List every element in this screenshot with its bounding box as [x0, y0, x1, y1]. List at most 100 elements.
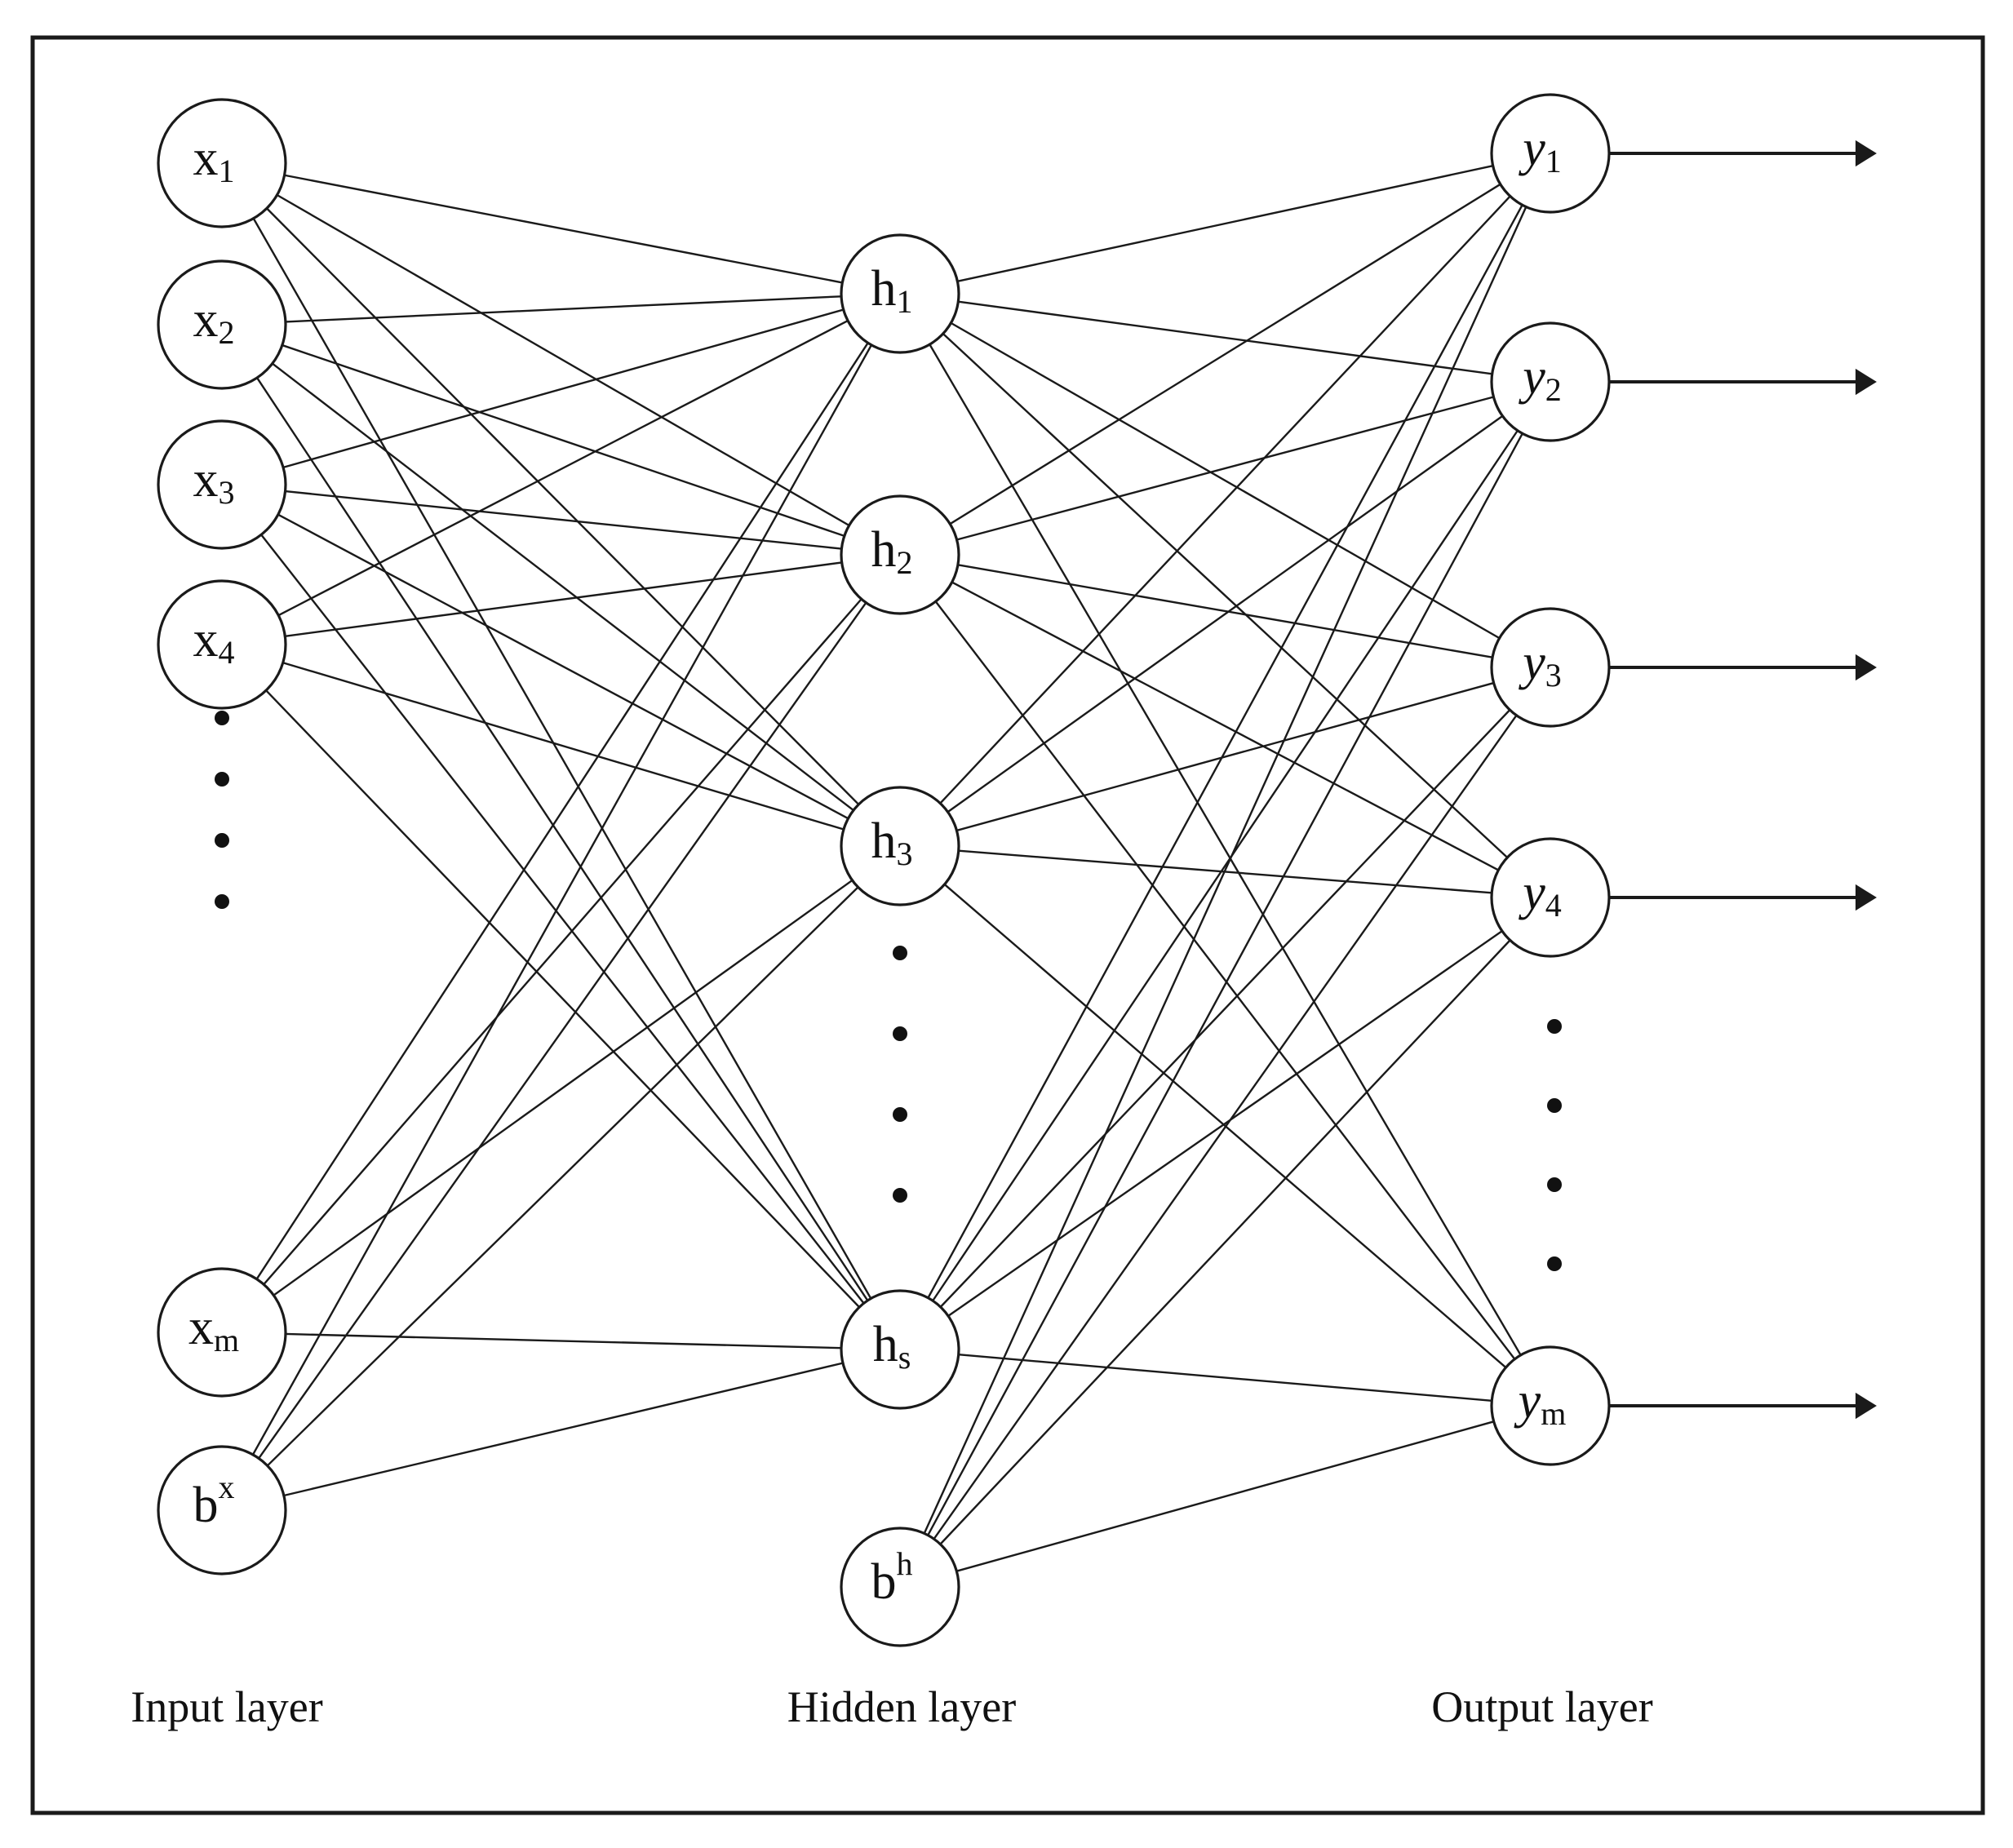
node-xm[interactable]: xm: [157, 1267, 287, 1398]
connection-edge: [950, 321, 1501, 640]
connection-edge: [273, 879, 854, 1296]
node-ym[interactable]: ym: [1490, 1345, 1611, 1466]
node-circle-bx[interactable]: [157, 1445, 287, 1575]
connection-edge: [277, 513, 849, 820]
connection-edge: [276, 193, 850, 527]
connection-edge: [939, 709, 1511, 1308]
node-x3[interactable]: x3: [157, 419, 287, 550]
output-arrow-head: [1856, 368, 1877, 396]
ellipsis-dot: [215, 894, 229, 909]
connection-edge: [949, 183, 1501, 525]
node-circle-h3[interactable]: [840, 786, 960, 906]
node-circle-xm[interactable]: [157, 1267, 287, 1398]
node-label-y4: y4: [1518, 865, 1562, 924]
node-bh[interactable]: bh: [840, 1527, 960, 1647]
input-layer-caption: Input layer: [131, 1682, 322, 1731]
connection-edge: [957, 564, 1493, 658]
connection-edge: [255, 342, 869, 1280]
connection-edge: [947, 414, 1504, 813]
connection-edge: [252, 218, 872, 1300]
node-circle-y2[interactable]: [1490, 321, 1611, 442]
connection-edge: [260, 534, 865, 1305]
node-circle-y1[interactable]: [1490, 93, 1611, 214]
node-y3[interactable]: y3: [1490, 607, 1611, 728]
hidden-layer-caption: Hidden layer: [787, 1682, 1016, 1731]
ellipsis-dot: [215, 772, 229, 787]
node-circle-hs[interactable]: [840, 1289, 960, 1410]
node-h3[interactable]: h3: [840, 786, 960, 906]
connection-edge: [285, 561, 842, 637]
connection-edge: [927, 432, 1523, 1536]
connection-edge: [933, 715, 1518, 1540]
node-label-x3: x3: [193, 452, 235, 511]
node-y1[interactable]: y1: [1490, 93, 1611, 214]
figure-border: [30, 35, 1985, 1815]
node-circle-y3[interactable]: [1490, 607, 1611, 728]
node-y2[interactable]: y2: [1490, 321, 1611, 442]
connection-edge: [956, 681, 1494, 832]
node-label-y3: y3: [1518, 635, 1562, 694]
node-label-y1: y1: [1518, 121, 1562, 179]
node-circle-x1[interactable]: [157, 98, 287, 228]
connection-edge: [932, 430, 1519, 1301]
node-y4[interactable]: y4: [1490, 837, 1611, 958]
node-label-x4: x4: [193, 612, 235, 671]
connection-edge: [251, 344, 872, 1456]
node-h2[interactable]: h2: [840, 494, 960, 615]
connection-edge: [266, 886, 859, 1467]
connection-edge: [957, 165, 1493, 282]
connection-edge: [939, 939, 1511, 1545]
network-nodes: x1 x2 x3 x4 xm bx h1 h2 h3 hs bh y1 y2 y3 y4 ym: [157, 93, 1611, 1647]
node-circle-h1[interactable]: [840, 233, 960, 354]
connection-edge: [285, 1332, 842, 1349]
output-layer-caption: Output layer: [1431, 1682, 1652, 1731]
node-hs[interactable]: hs: [840, 1289, 960, 1410]
node-x2[interactable]: x2: [157, 259, 287, 390]
connection-edge: [956, 396, 1494, 541]
connection-edge: [285, 490, 842, 550]
node-circle-h2[interactable]: [840, 494, 960, 615]
connection-edge: [927, 204, 1523, 1299]
node-label-bh: bh: [871, 1545, 913, 1610]
connection-edge: [934, 600, 1516, 1360]
node-circle-y4[interactable]: [1490, 837, 1611, 958]
node-circle-bh[interactable]: [840, 1527, 960, 1647]
connection-edge: [272, 362, 854, 812]
connection-edge: [923, 206, 1527, 1534]
node-label-hs: hs: [873, 1317, 911, 1376]
node-h1[interactable]: h1: [840, 233, 960, 354]
ellipsis-dot: [893, 946, 907, 960]
output-arrows: [1609, 140, 1877, 1420]
node-label-y2: y2: [1518, 349, 1562, 408]
ellipsis-dot: [893, 1188, 907, 1203]
connection-edge: [929, 343, 1522, 1356]
connection-edge: [283, 1362, 844, 1497]
node-label-xm: xm: [188, 1300, 239, 1358]
node-circle-x2[interactable]: [157, 259, 287, 390]
hidden-to-output-connections: [923, 165, 1527, 1572]
node-x4[interactable]: x4: [157, 579, 287, 710]
connection-edge: [266, 207, 860, 805]
connection-edge: [282, 343, 845, 537]
connection-edge: [277, 320, 849, 617]
connection-edge: [282, 308, 845, 469]
connection-edge: [265, 689, 860, 1308]
node-circle-x4[interactable]: [157, 579, 287, 710]
node-circle-x3[interactable]: [157, 419, 287, 550]
node-circle-ym[interactable]: [1490, 1345, 1611, 1466]
ellipsis-dot: [1547, 1098, 1562, 1113]
connection-edge: [958, 300, 1492, 375]
ellipsis-dot: [1547, 1019, 1562, 1034]
connection-edge: [942, 333, 1509, 858]
node-bx[interactable]: bx: [157, 1445, 287, 1575]
connection-edge: [951, 581, 1499, 871]
node-x1[interactable]: x1: [157, 98, 287, 228]
connection-edge: [939, 195, 1511, 804]
node-label-h3: h3: [871, 813, 913, 872]
connection-edge: [284, 174, 843, 284]
connection-edge: [282, 662, 845, 831]
connection-edge: [947, 930, 1503, 1317]
output-arrow-head: [1856, 884, 1877, 911]
node-label-h2: h2: [871, 522, 913, 581]
